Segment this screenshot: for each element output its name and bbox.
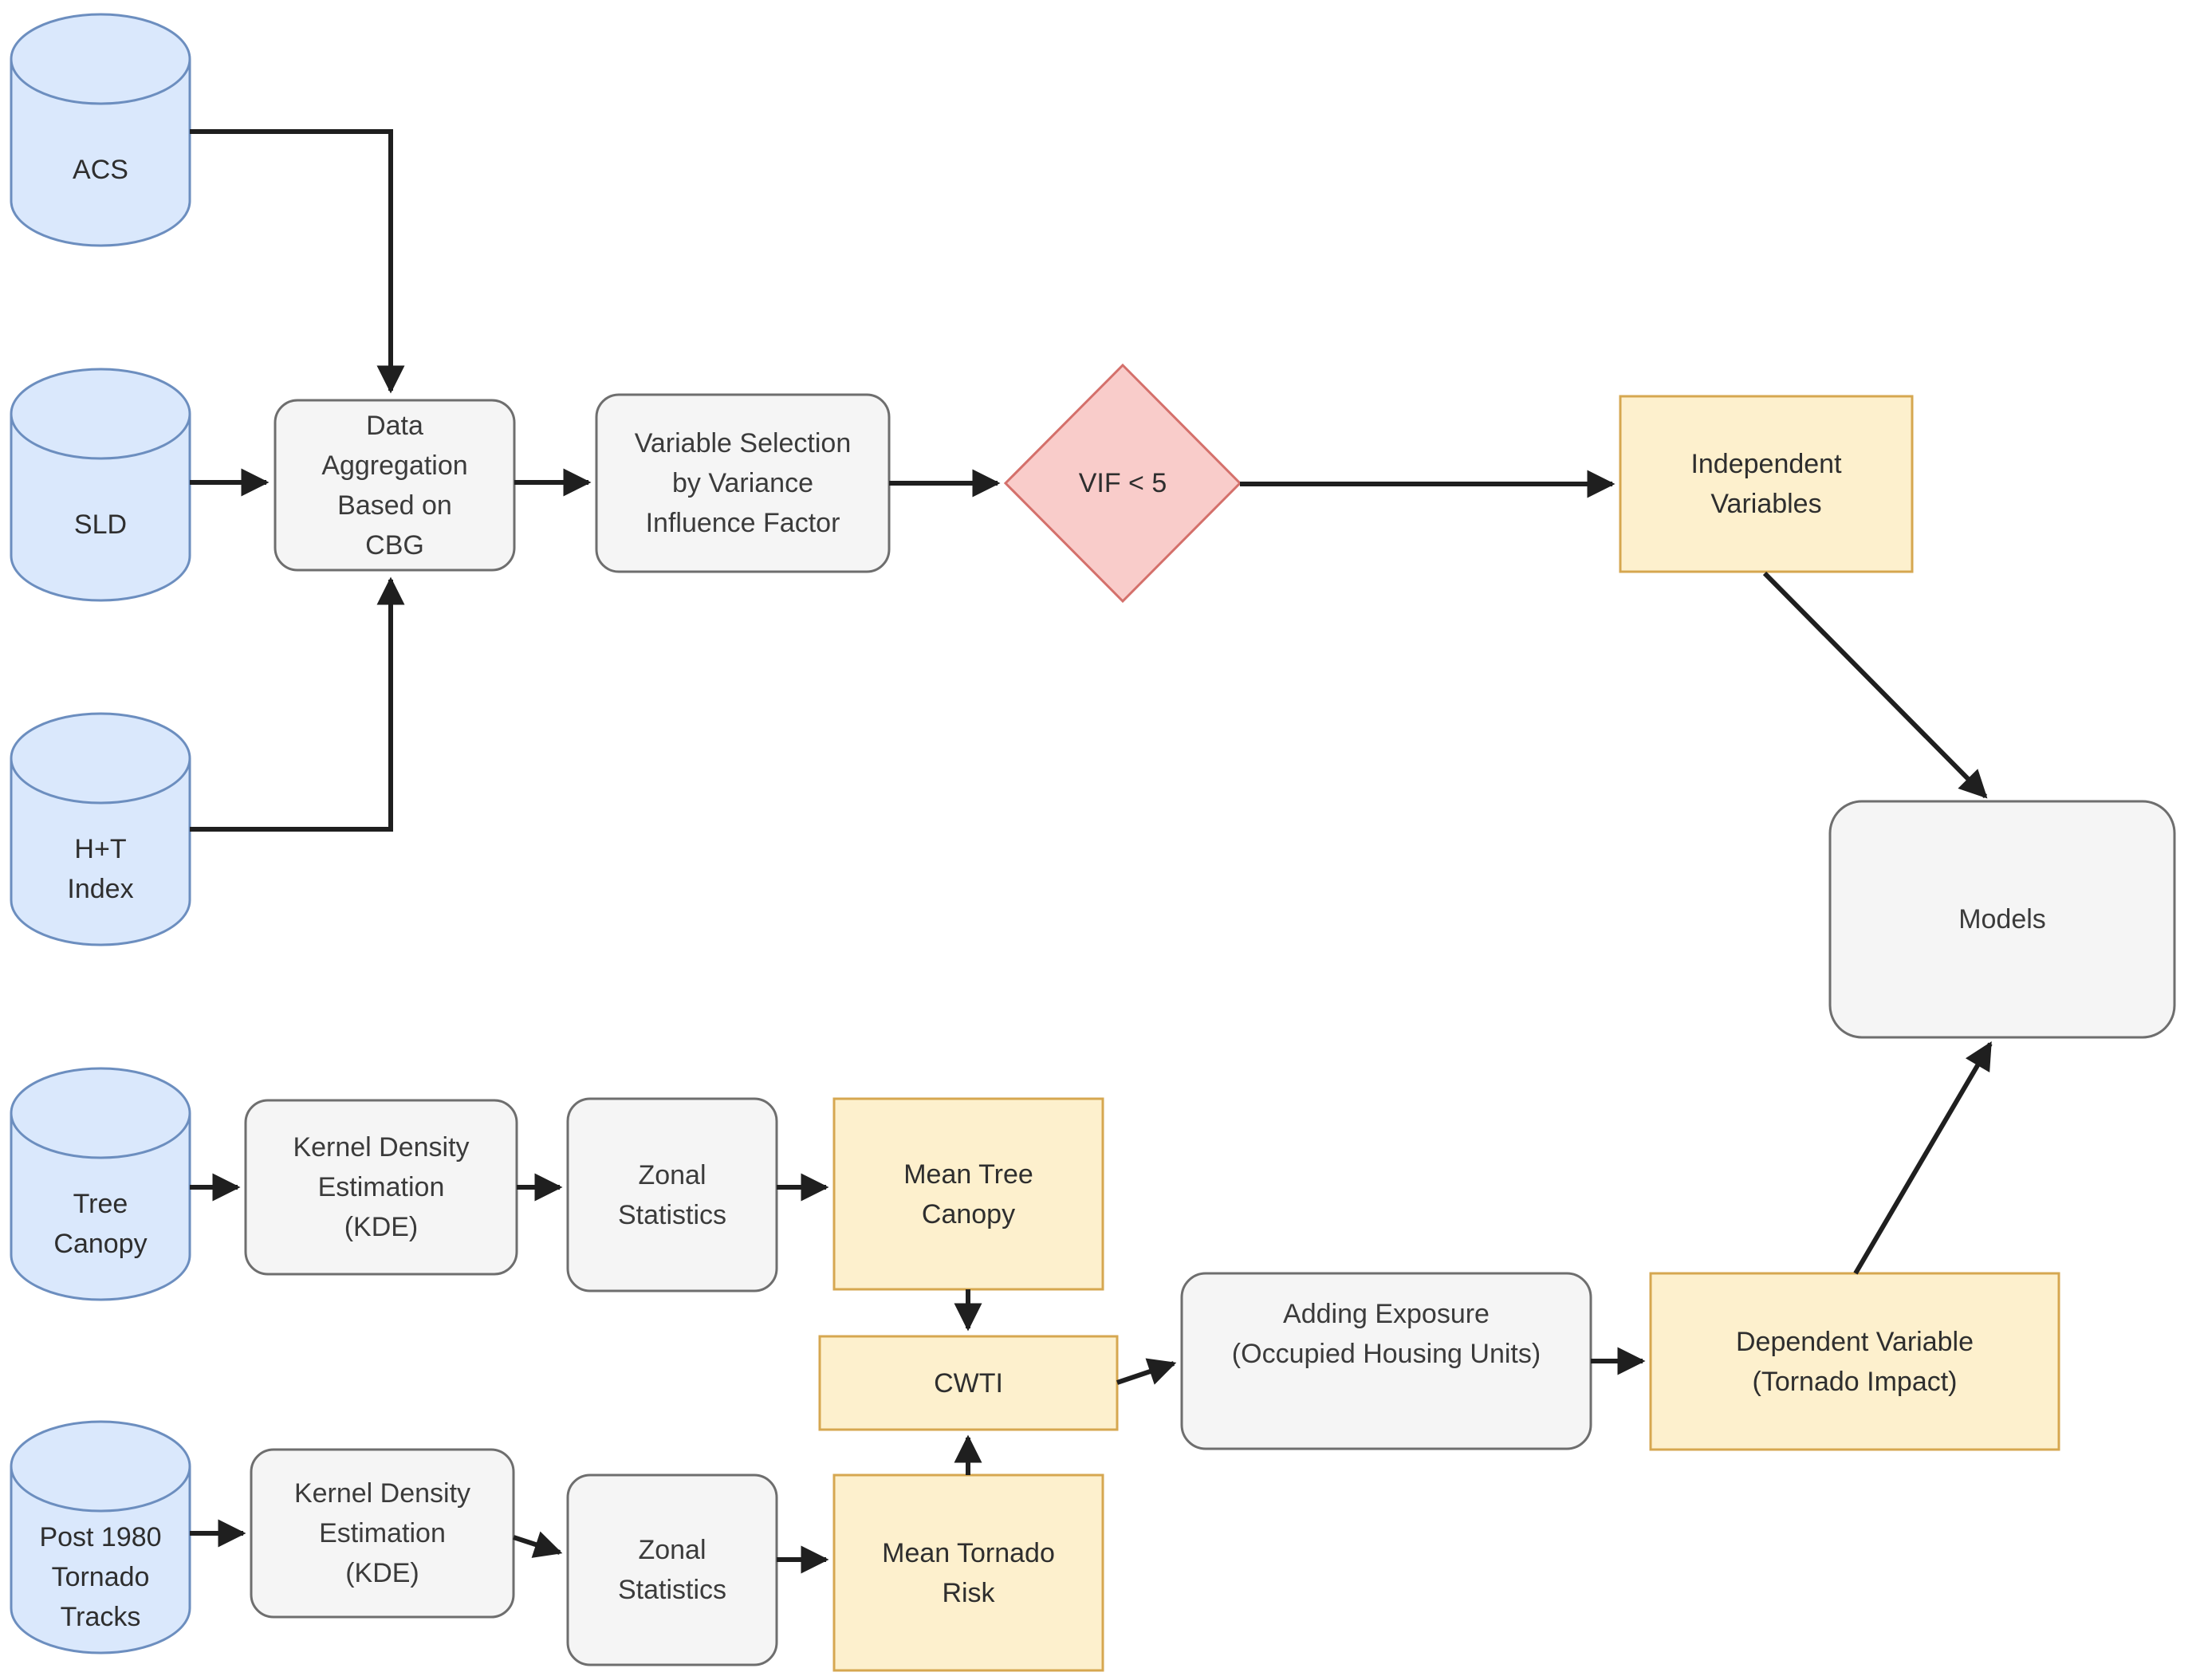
data-aggregation-box [274, 399, 516, 572]
models-box [1828, 800, 2176, 1039]
post-1980-tornado-tracks-cylinder-cap [10, 1466, 191, 1513]
ht-index-cylinder-cap [10, 757, 191, 805]
zonal-statistics-top-box [566, 1097, 778, 1292]
mean-tornado-risk-box [832, 1473, 1104, 1672]
independent-variables-box [1619, 395, 1914, 573]
edge-dependent-variable-to-models [1853, 1041, 1993, 1275]
edges-group [190, 129, 1993, 1574]
edge-kde-bottom-to-zonal-bottom [513, 1531, 563, 1558]
tree-canopy-cylinder [10, 1067, 191, 1301]
tree-canopy-cylinder-cap [10, 1112, 191, 1159]
edge-ht-index-to-data-aggregation [190, 576, 405, 832]
cwti-box [818, 1335, 1119, 1431]
edge-cwti-to-adding-exposure [1116, 1358, 1177, 1385]
post-1980-tornado-tracks-cylinder [10, 1420, 191, 1654]
process-group [244, 393, 2176, 1666]
variable-selection-box [595, 393, 891, 573]
sld-cylinder-cap [10, 413, 191, 460]
acs-cylinder [10, 13, 191, 247]
acs-cylinder-cap [10, 58, 191, 105]
dependent-variable-box [1649, 1272, 2060, 1451]
ht-index-cylinder [10, 712, 191, 946]
vif-decision-diamond [1003, 363, 1242, 604]
zonal-statistics-bottom-box [566, 1473, 778, 1666]
edge-acs-to-data-aggregation [190, 129, 405, 394]
adding-exposure-box [1180, 1272, 1592, 1450]
kde-top-box [244, 1099, 518, 1276]
datastore-group [10, 13, 191, 1654]
mean-tree-canopy-box [832, 1097, 1104, 1291]
kde-bottom-box [250, 1448, 515, 1619]
output-group [818, 395, 2060, 1672]
edge-independent-variables-to-models [1762, 571, 1988, 799]
sld-cylinder [10, 368, 191, 602]
